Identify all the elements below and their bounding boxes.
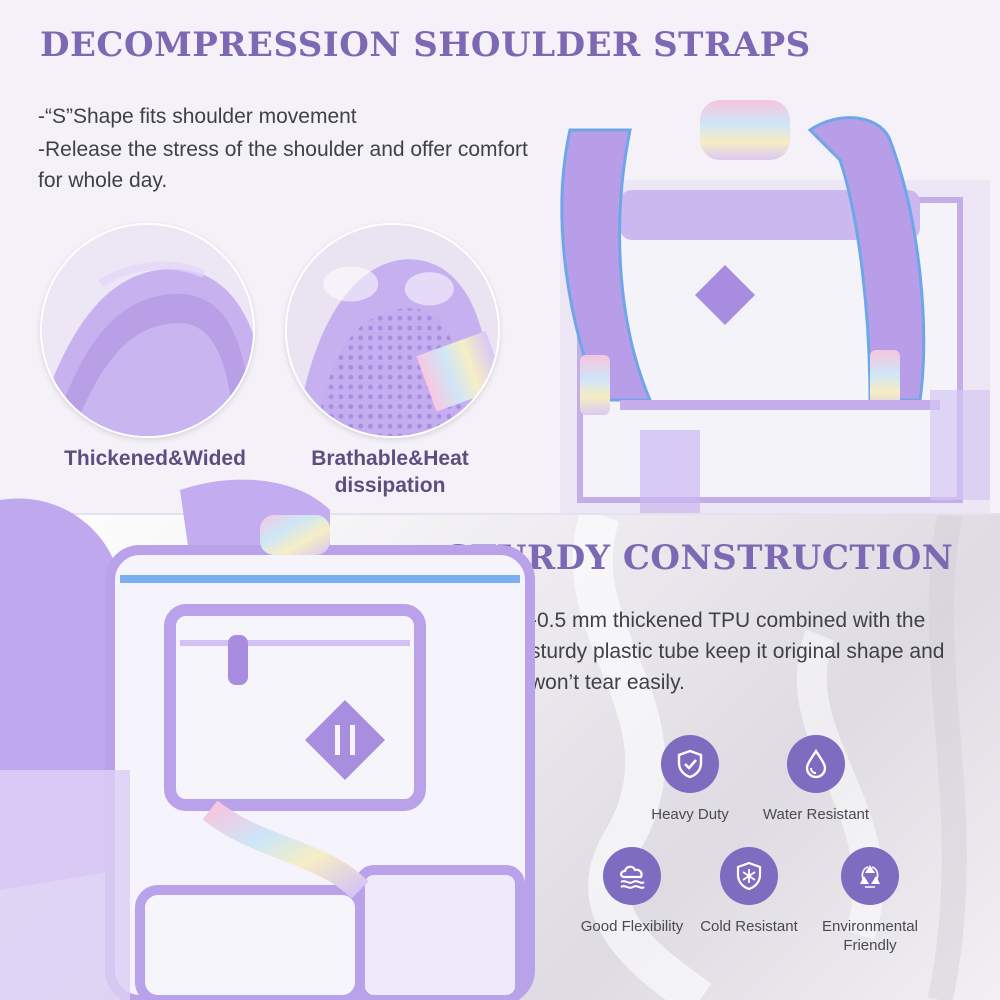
- environmental-friendly-label: Environmental Friendly: [822, 918, 918, 954]
- snowflake-shield-icon: [720, 847, 778, 905]
- water-drop-icon: [787, 735, 845, 793]
- heavy-duty-feature: Heavy Duty: [615, 735, 765, 824]
- construction-description: -0.5 mm thickened TPU combined with the …: [530, 609, 945, 694]
- water-resistant-label: Water Resistant: [762, 806, 870, 823]
- water-resistant-feature: Water Resistant: [741, 735, 891, 824]
- recycle-icon: [841, 847, 899, 905]
- breathable-mesh-closeup: [285, 223, 500, 438]
- shoulder-straps-panel: DECOMPRESSION SHOULDER STRAPS -“S”Shape …: [38, 25, 990, 514]
- section-divider: [0, 513, 1000, 516]
- shield-check-icon: [661, 735, 719, 793]
- thickened-label: Thickened&Wided: [64, 447, 246, 470]
- breathable-label: Brathable&Heat dissipation: [311, 447, 469, 497]
- comfort-bullet: -Release the stress of the shoulder and …: [38, 138, 528, 192]
- backpack-front-photo: [0, 479, 535, 1000]
- cold-resistant-label: Cold Resistant: [700, 918, 798, 935]
- good-flexibility-label: Good Flexibility: [580, 918, 684, 935]
- shape-bullet: -“S”Shape fits shoulder movement: [38, 105, 357, 128]
- backpack-back-photo: [560, 100, 990, 514]
- good-flexibility-feature: Good Flexibility: [557, 847, 707, 936]
- cloud-wave-icon: [603, 847, 661, 905]
- cold-resistant-feature: Cold Resistant: [674, 847, 824, 936]
- heavy-duty-label: Heavy Duty: [651, 806, 729, 823]
- thickened-strap-closeup: [40, 223, 255, 438]
- shoulder-straps-heading: DECOMPRESSION SHOULDER STRAPS: [40, 25, 811, 65]
- environmental-friendly-feature: Environmental Friendly: [795, 847, 945, 955]
